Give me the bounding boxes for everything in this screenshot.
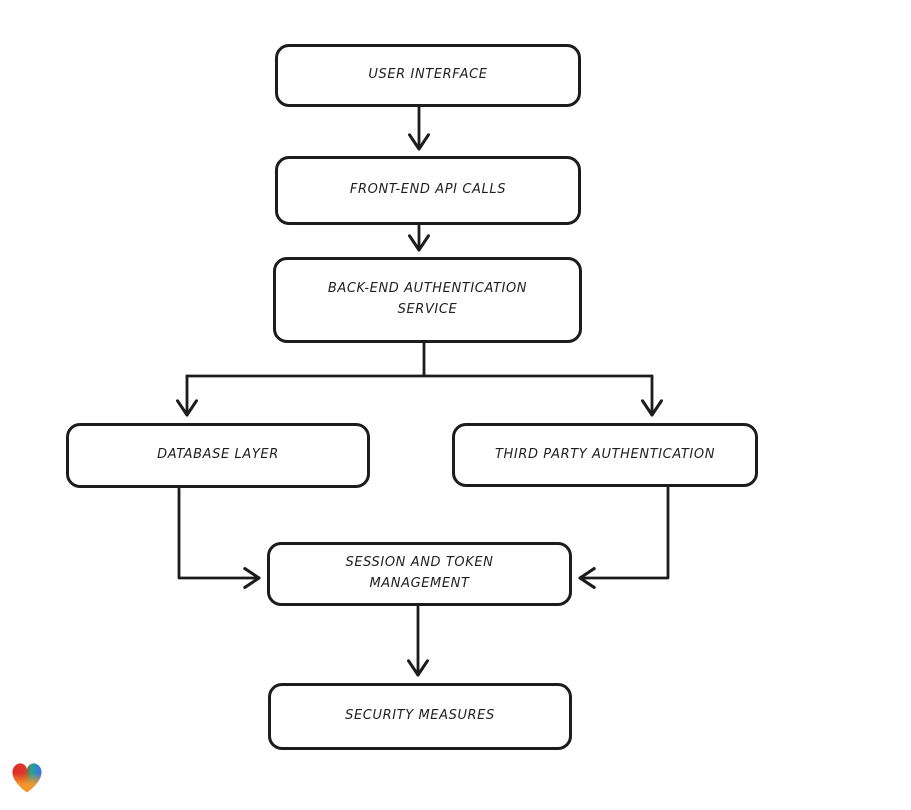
node-label-line-1: SESSION AND TOKEN [345, 555, 494, 571]
node-session-and-token-management[interactable]: SESSION AND TOKEN MANAGEMENT [267, 542, 572, 606]
node-front-end-api-calls[interactable]: FRONT-END API CALLS [275, 156, 581, 225]
node-label: DATABASE LAYER [157, 447, 279, 463]
node-label: FRONT-END API CALLS [349, 182, 507, 198]
edge-third-party-authentication-to-session-and-token-management [578, 486, 670, 589]
node-third-party-authentication[interactable]: THIRD PARTY AUTHENTICATION [452, 423, 758, 487]
node-user-interface[interactable]: USER INTERFACE [275, 44, 581, 107]
edge-branch-trunk [185, 341, 654, 378]
edge-database-layer-to-session-and-token-management [177, 487, 261, 589]
node-label-line-1: BACK-END AUTHENTICATION [327, 281, 528, 297]
node-back-end-authentication-service[interactable]: BACK-END AUTHENTICATION SERVICE [273, 257, 582, 343]
node-database-layer[interactable]: DATABASE LAYER [66, 423, 370, 488]
node-security-measures[interactable]: SECURITY MEASURES [268, 683, 572, 750]
node-label: USER INTERFACE [368, 67, 488, 83]
node-label-line-2: MANAGEMENT [369, 576, 470, 591]
gradient-heart-logo [12, 763, 42, 793]
node-label: THIRD PARTY AUTHENTICATION [494, 446, 716, 462]
heart-shape-orange-overlay [12, 763, 42, 793]
node-label-line-2: SERVICE [397, 302, 458, 317]
node-label: SECURITY MEASURES [345, 708, 495, 724]
